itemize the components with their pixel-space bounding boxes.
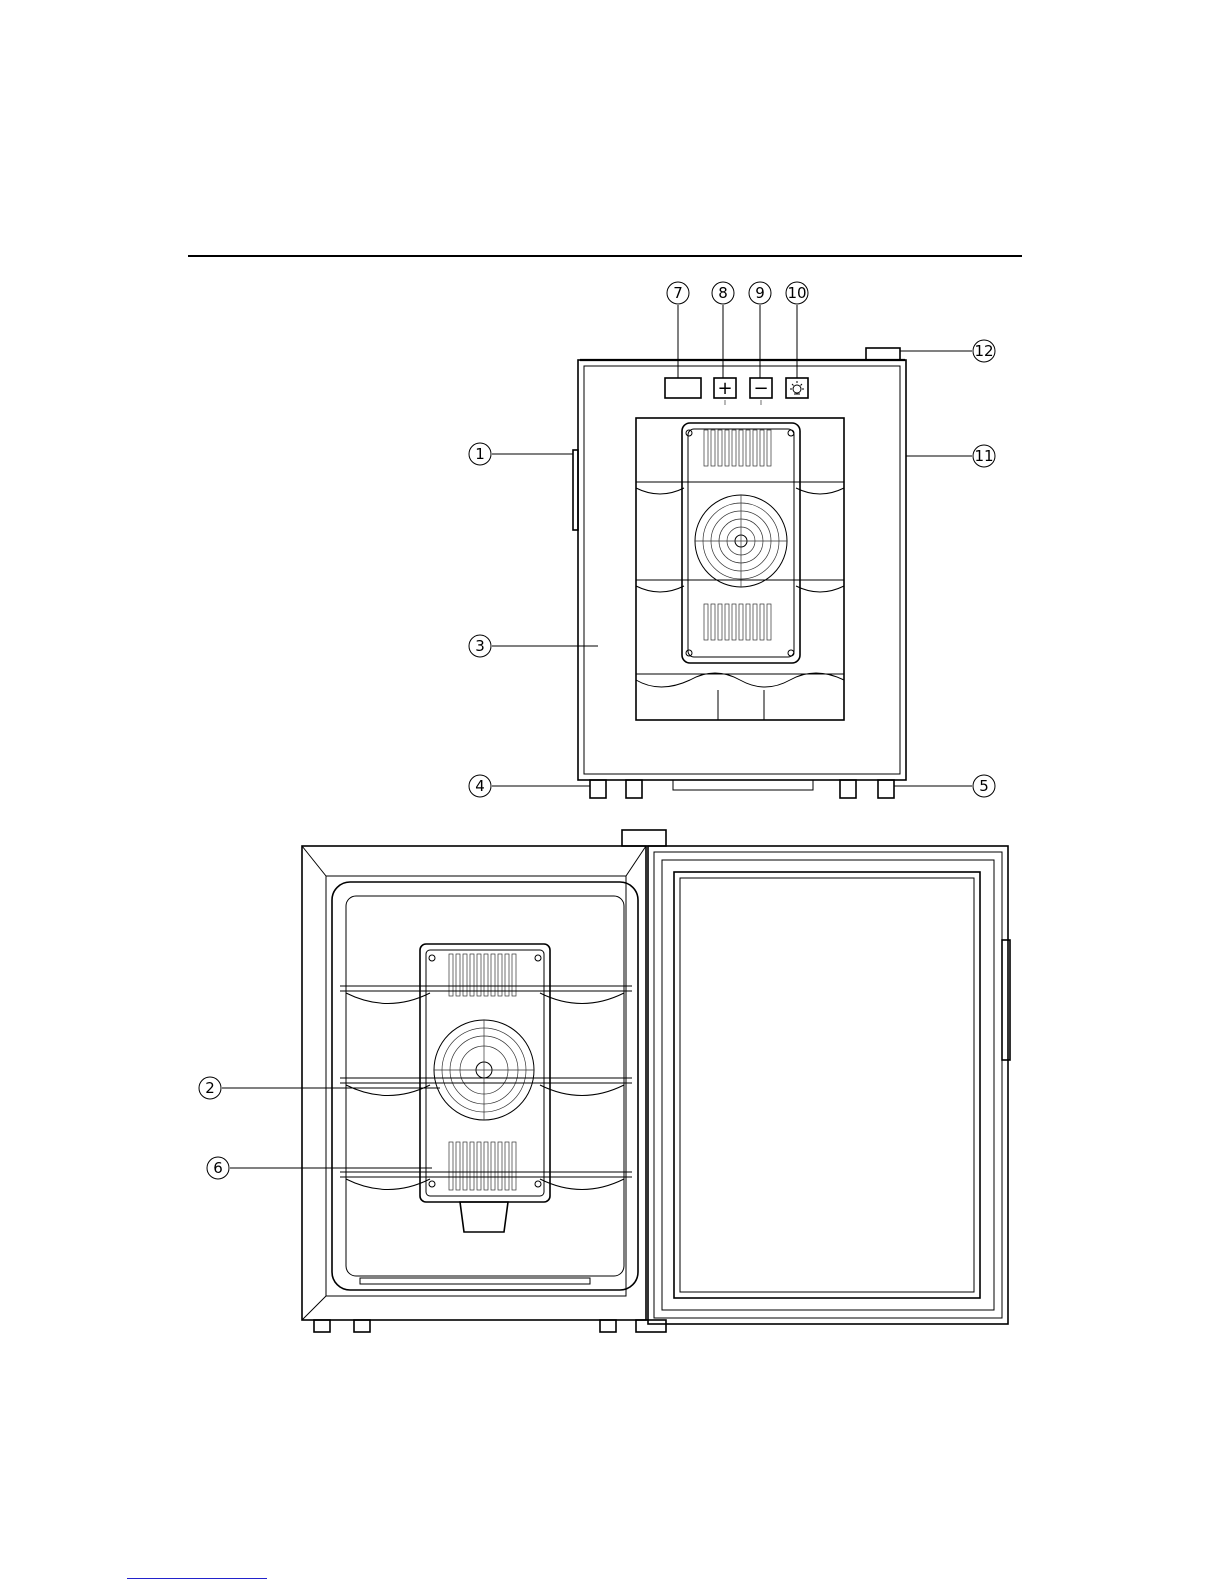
- callouts: 1 2 3 4 5 6 7 8 9 10: [199, 282, 995, 1179]
- callout-3: 3: [475, 637, 485, 655]
- callout-7: 7: [673, 284, 683, 302]
- adjustable-feet-front: [590, 780, 894, 798]
- front-view: + −: [573, 348, 906, 798]
- adjustable-feet-open: [314, 1320, 666, 1332]
- racks-front: [636, 482, 844, 720]
- open-view: [302, 830, 1010, 1332]
- callout-9: 9: [755, 284, 765, 302]
- door-handle: [573, 450, 578, 530]
- footer-link-underline[interactable]: [127, 1578, 267, 1579]
- callout-6: 6: [213, 1159, 223, 1177]
- control-panel: + −: [665, 378, 808, 405]
- callout-4: 4: [475, 777, 485, 795]
- temperature-display: [665, 378, 701, 398]
- open-door: [648, 846, 1010, 1324]
- callout-5: 5: [979, 777, 989, 795]
- callout-1: 1: [475, 445, 485, 463]
- callout-2: 2: [205, 1079, 215, 1097]
- cooling-unit-front: [682, 423, 800, 663]
- top-knob: [866, 348, 900, 360]
- callout-11: 11: [974, 447, 993, 465]
- callout-10: 10: [787, 284, 806, 302]
- callout-12: 12: [974, 342, 993, 360]
- plus-button-symbol: +: [717, 378, 732, 399]
- light-icon: [790, 381, 804, 394]
- glass-window: [636, 418, 844, 720]
- minus-button-symbol: −: [753, 378, 768, 399]
- callout-8: 8: [718, 284, 728, 302]
